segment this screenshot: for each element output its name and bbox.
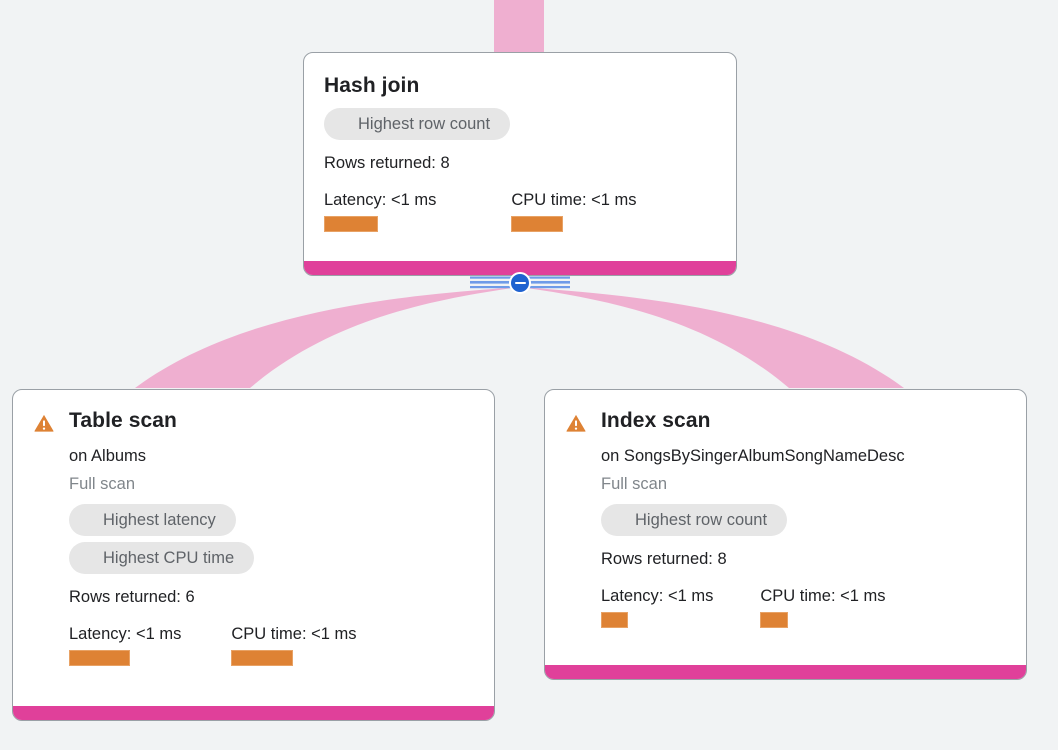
warning-triangle-icon <box>566 414 586 432</box>
node-accent-bar <box>304 261 736 275</box>
node-hash-join-header: Hash join <box>324 73 716 99</box>
metric-latency-label: Latency: <1 ms <box>601 587 714 605</box>
metric-latency-bar <box>324 216 378 232</box>
metric-latency: Latency: <1 ms <box>69 624 181 666</box>
node-index-scan-body: Index scan on SongsBySingerAlbumSongName… <box>545 390 1026 665</box>
node-table-scan-metrics: Latency: <1 ms CPU time: <1 ms <box>69 624 357 666</box>
node-table-scan[interactable]: Table scan on Albums Full scan Highest l… <box>12 389 495 721</box>
node-index-scan-metrics: Latency: <1 ms CPU time: <1 ms <box>601 586 905 628</box>
edge-to-table-scan <box>135 288 512 388</box>
metric-latency-label: Latency: <1 ms <box>324 191 437 209</box>
edge-to-index-scan <box>527 288 904 388</box>
collapse-toggle[interactable] <box>470 271 570 295</box>
metric-cpu-time-label: CPU time: <1 ms <box>760 587 886 605</box>
node-subtitle: on Albums <box>69 447 147 465</box>
metric-cpu-time: CPU time: <1 ms <box>511 190 637 232</box>
node-scan-type: Full scan <box>601 475 668 493</box>
chip-highest-row-count[interactable]: Highest row count <box>601 504 788 536</box>
metric-cpu-time-label: CPU time: <1 ms <box>231 625 357 643</box>
node-title: Table scan <box>69 409 177 432</box>
metric-cpu-time-bar <box>231 650 294 666</box>
node-index-scan-chips: Highest row count <box>601 504 905 542</box>
warning-triangle-icon <box>34 414 54 432</box>
chip-highest-latency[interactable]: Highest latency <box>69 504 236 536</box>
node-table-scan-header: Table scan on Albums Full scan Highest l… <box>33 408 474 666</box>
node-title: Index scan <box>601 409 711 432</box>
metric-cpu-time-label: CPU time: <1 ms <box>511 191 637 209</box>
metric-latency: Latency: <1 ms <box>324 190 436 232</box>
node-index-scan-header: Index scan on SongsBySingerAlbumSongName… <box>565 408 1006 628</box>
node-subtitle: on SongsBySingerAlbumSongNameDesc <box>601 447 905 465</box>
node-scan-type: Full scan <box>69 475 136 493</box>
node-title: Hash join <box>324 74 420 97</box>
metric-cpu-time: CPU time: <1 ms <box>760 586 886 628</box>
rows-returned: Rows returned: 6 <box>69 588 195 606</box>
metric-latency-bar <box>69 650 130 666</box>
collapse-minus-icon[interactable] <box>509 272 531 294</box>
rows-returned: Rows returned: 8 <box>324 154 450 172</box>
node-hash-join-metrics: Latency: <1 ms CPU time: <1 ms <box>324 190 716 232</box>
metric-latency-bar <box>601 612 628 628</box>
node-hash-join-body: Hash join Highest row count Rows returne… <box>304 53 736 261</box>
node-table-scan-chips: Highest latency Highest CPU time <box>69 504 357 580</box>
node-table-scan-body: Table scan on Albums Full scan Highest l… <box>13 390 494 706</box>
node-hash-join[interactable]: Hash join Highest row count Rows returne… <box>303 52 737 276</box>
metric-cpu-time-bar <box>760 612 789 628</box>
edge-incoming <box>494 0 544 54</box>
metric-latency: Latency: <1 ms <box>601 586 713 628</box>
node-hash-join-chips: Highest row count <box>324 108 716 146</box>
chip-highest-row-count[interactable]: Highest row count <box>324 108 511 140</box>
node-index-scan[interactable]: Index scan on SongsBySingerAlbumSongName… <box>544 389 1027 680</box>
chip-highest-cpu-time[interactable]: Highest CPU time <box>69 542 255 574</box>
node-accent-bar <box>13 706 494 720</box>
metric-cpu-time: CPU time: <1 ms <box>231 624 357 666</box>
node-accent-bar <box>545 665 1026 679</box>
metric-cpu-time-bar <box>511 216 564 232</box>
metric-latency-label: Latency: <1 ms <box>69 625 182 643</box>
rows-returned: Rows returned: 8 <box>601 550 727 568</box>
